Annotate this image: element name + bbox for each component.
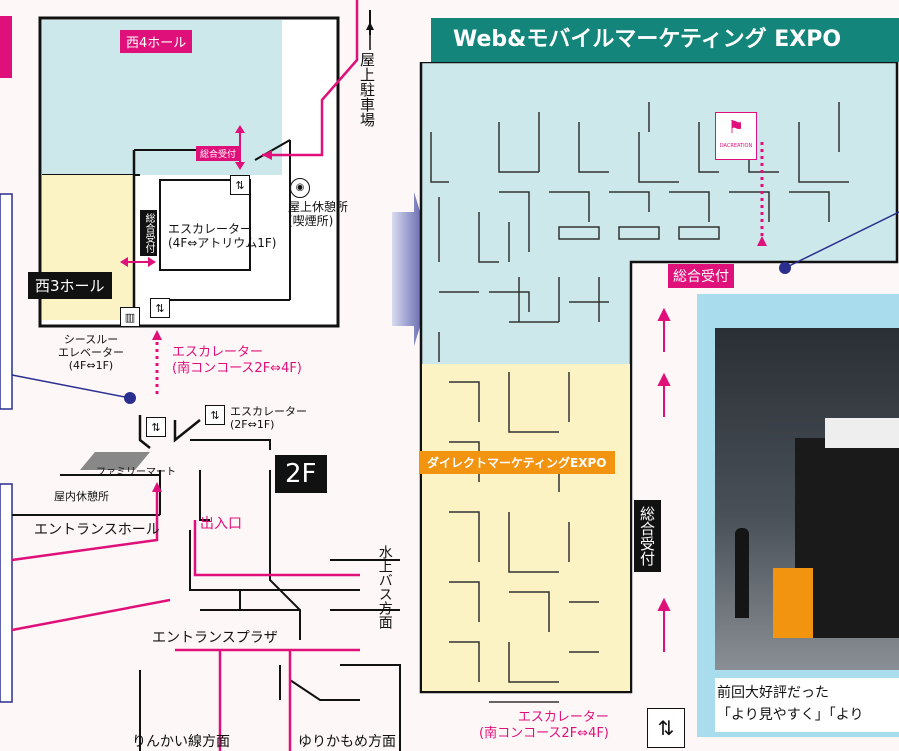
- direction-arrow-icon: [392, 192, 438, 346]
- entrance-plaza-label: エントランスプラザ: [152, 630, 278, 646]
- booth-logo-text: DACREATION: [719, 143, 753, 149]
- expo-title: Web&モバイルマーケティング EXPO: [431, 18, 899, 62]
- photo-caption-line2: 「より見やすく」「より: [717, 707, 864, 723]
- rooftop-rest-label: 屋上休憩所 (喫煙所): [288, 200, 349, 229]
- booth-logo-mark: ⚑: [727, 117, 745, 138]
- left-floor-map: 西4ホール 屋上駐車場 総合受付 総合受付 ⇅ エスカレーター (4F⇔アトリウ…: [0, 0, 430, 751]
- water-bus-label: 水上バス方面: [376, 545, 393, 629]
- yurikamome-label: ゆりかもめ方面: [298, 734, 396, 750]
- booth-logo-icon: ⚑ DACREATION: [715, 112, 757, 160]
- right-floor-map: Web&モバイルマーケティング EXPO: [419, 18, 899, 751]
- escalator-icon: ⇅: [647, 708, 685, 748]
- hall-west3-label: 西3ホール: [28, 272, 112, 299]
- escalator-2f1f-label: エスカレーター (2F⇔1F): [230, 405, 307, 432]
- booth-photo-panel: 前回大好評だった 「より見やすく」「より: [697, 294, 899, 737]
- booth-sign: [825, 418, 899, 448]
- hall-west4-label: 西4ホール: [120, 30, 193, 53]
- reception-label: 総合受付: [668, 264, 734, 288]
- exit-entrance-label: 出入口: [200, 516, 242, 532]
- visitor-figure: [735, 528, 749, 618]
- seethrough-elevator-label: シースルー エレベーター (4F⇔1F): [58, 333, 124, 373]
- familymart-label: ファミリーマート: [96, 467, 176, 478]
- booth-photo: [715, 328, 899, 670]
- rooftop-parking-label: 屋上駐車場: [358, 52, 376, 127]
- reception-small-label: 総合受付: [196, 146, 241, 161]
- escalator-icon: ⇅: [146, 417, 166, 437]
- smoking-icon: ◉: [290, 178, 310, 198]
- escalator-icon: ⇅: [205, 405, 225, 425]
- rinkai-line-label: りんかい線方面: [132, 734, 230, 750]
- entrance-hall-label: エントランスホール: [34, 522, 160, 538]
- reception-vertical-left: 総合受付: [140, 210, 157, 256]
- photo-caption-line1: 前回大好評だった: [717, 685, 829, 701]
- escalator-icon: ⇅: [230, 175, 250, 195]
- floor-badge: 2F: [275, 455, 327, 493]
- elevator-icon: ▥: [120, 307, 140, 327]
- escalator-4f-label: エスカレーター (4F⇔アトリウム1F): [168, 222, 277, 251]
- right-map-lines: [419, 62, 899, 703]
- photo-caption: 前回大好評だった 「より見やすく」「より: [715, 678, 899, 732]
- escalator-south-label: エスカレーター (南コンコース2F⇔4F): [172, 345, 302, 376]
- escalator-icon: ⇅: [150, 298, 170, 318]
- indoor-rest-label: 屋内休憩所: [54, 490, 109, 503]
- direct-expo-label: ダイレクトマーケティングEXPO: [419, 451, 615, 474]
- booth-panel-orange: [773, 568, 813, 638]
- reception-vertical-right: 総合受付: [634, 500, 661, 572]
- escalator-bottom-label: エスカレーター (南コンコース2F⇔4F): [479, 710, 609, 741]
